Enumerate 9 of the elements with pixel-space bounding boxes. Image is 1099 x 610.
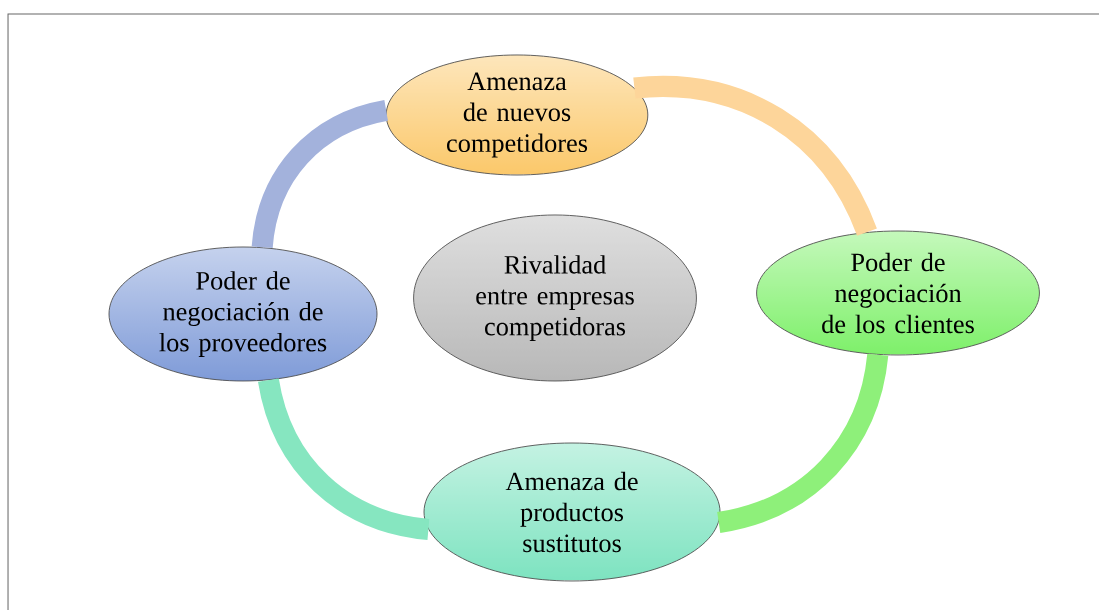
ellipse-node: Poder de negociación de los proveedores	[108, 246, 378, 382]
ring-arc	[251, 100, 389, 249]
ellipse-node: Rivalidad entre empresas competidoras	[413, 214, 697, 382]
ring-arc	[258, 378, 430, 540]
ellipse-node: Amenaza de nuevos competidores	[385, 54, 649, 176]
ring-arc	[716, 353, 889, 533]
ellipse-node: Poder de negociación de los clientes	[756, 230, 1040, 356]
ring-arc	[633, 76, 877, 237]
ellipse-node: Amenaza de productos sustitutos	[423, 442, 721, 582]
